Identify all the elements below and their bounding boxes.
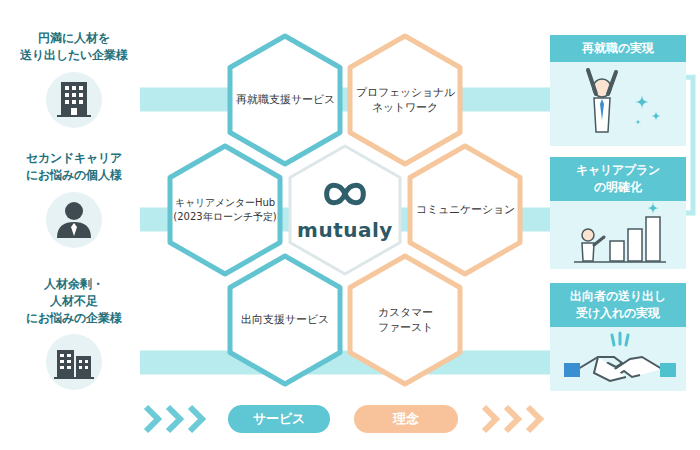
node-label: 円満に人材を 送り出したい企業様 <box>20 30 128 64</box>
node-label: 人材余剰・人材不足 にお悩みの企業様 <box>26 276 122 326</box>
client-icon <box>44 190 104 250</box>
box-header: キャリアプラン の明確化 <box>550 157 686 201</box>
node-label: 出向支援サービス <box>241 312 329 327</box>
node-label: コミュニケーション <box>416 202 515 217</box>
service-hexagon: キャリアメンターHub(2023年ローンチ予定) <box>167 143 283 277</box>
logo-symbol <box>315 177 375 211</box>
node-label: セカンドキャリア にお悩みの個人様 <box>26 150 122 184</box>
result-box: 再就職の実現 <box>550 35 686 146</box>
node-label: 再就職の実現 <box>554 40 682 57</box>
node-label: プロフェッショナル ネットワーク <box>356 85 455 116</box>
box-header: 出向者の送り出し 受け入れの実現 <box>550 283 686 327</box>
service-hexagon: カスタマー ファースト <box>347 253 463 387</box>
flow-band <box>140 88 550 112</box>
orange-chevrons <box>484 407 540 431</box>
service-hexagon: 再就職支援サービス <box>227 33 343 167</box>
client-group: 人材余剰・人材不足 にお悩みの企業様 <box>8 276 140 392</box>
node-label: サービス <box>253 410 305 428</box>
node-label: 出向者の送り出し 受け入れの実現 <box>570 288 666 322</box>
service-hexagon: コミュニケーション <box>407 143 523 277</box>
node-label: 理念 <box>393 410 419 428</box>
hexagon-outline <box>167 143 283 277</box>
hexagon-outline <box>287 143 403 277</box>
category-pill: 理念 <box>354 405 458 433</box>
client-icon <box>44 332 104 392</box>
box-illustration <box>550 327 686 391</box>
client-group: セカンドキャリア にお悩みの個人様 <box>8 150 140 250</box>
box-illustration <box>550 62 686 146</box>
bracket-line <box>686 77 693 213</box>
node-label: 再就職支援サービス <box>236 92 335 107</box>
logo-hexagon: mutualy <box>287 143 403 277</box>
client-group: 円満に人材を 送り出したい企業様 <box>8 30 140 130</box>
teal-chevrons <box>146 407 202 431</box>
node-label: カスタマー ファースト <box>378 305 433 336</box>
node-label: キャリアプラン の明確化 <box>576 162 660 196</box>
service-hexagon: プロフェッショナル ネットワーク <box>347 33 463 167</box>
category-pill: サービス <box>228 405 330 433</box>
client-icon <box>44 70 104 130</box>
box-header: 再就職の実現 <box>550 35 686 62</box>
node-label: mutualy <box>297 216 393 244</box>
flow-band <box>140 350 550 374</box>
node-label: (2023年ローンチ予定) <box>173 210 276 224</box>
hexagon-outline <box>347 253 463 387</box>
result-box: 出向者の送り出し 受け入れの実現 <box>550 283 686 391</box>
box-illustration <box>550 201 686 269</box>
hexagon-outline <box>347 33 463 167</box>
result-box: キャリアプラン の明確化 <box>550 157 686 269</box>
node-label: キャリアメンターHub <box>175 196 275 210</box>
service-hexagon: 出向支援サービス <box>227 253 343 387</box>
